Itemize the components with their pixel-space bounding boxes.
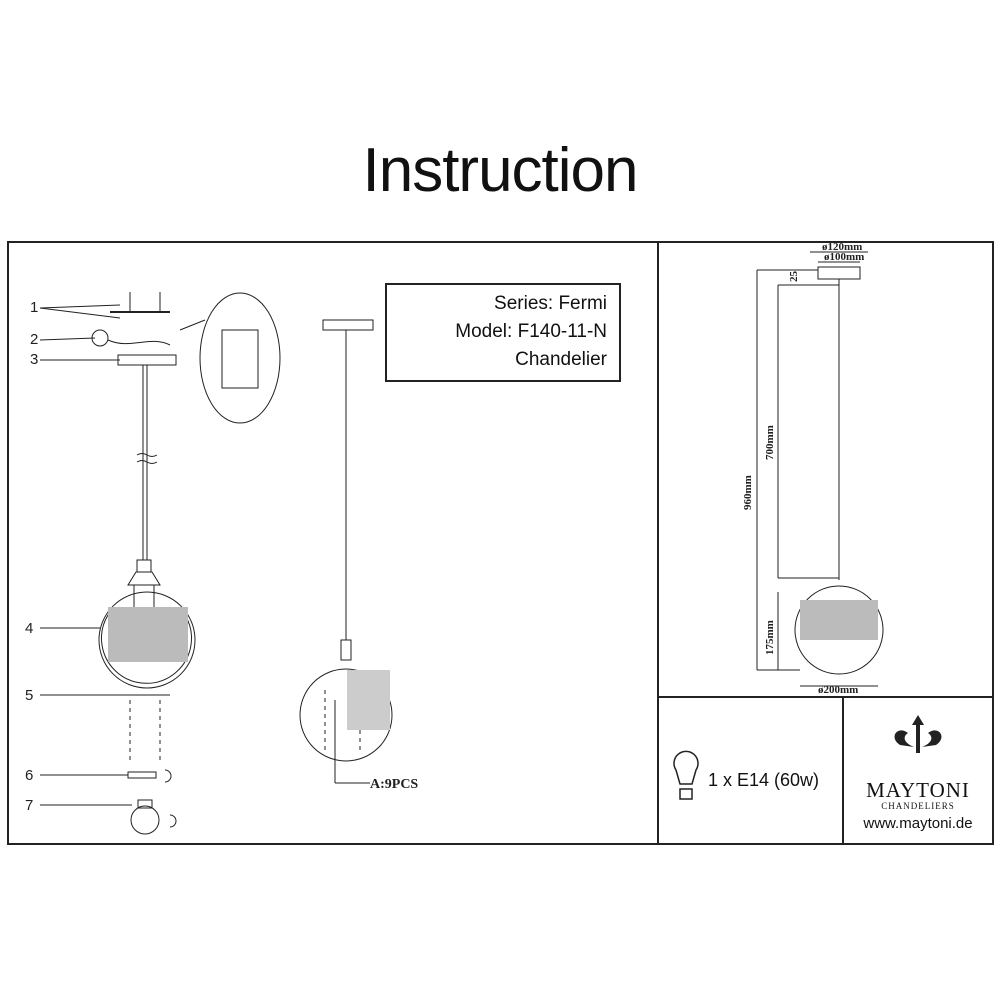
- brand-url[interactable]: www.maytoni.de: [863, 815, 973, 832]
- series: Series: Fermi: [494, 293, 607, 314]
- bulb-spec: 1 x E14 (60w): [708, 770, 820, 790]
- part-4: 4: [25, 620, 33, 637]
- part-3: 3: [30, 351, 38, 368]
- part-7: 7: [25, 797, 33, 814]
- assembly-diagram: [39, 292, 281, 835]
- dim-shade-diameter: ø200mm: [818, 684, 858, 696]
- dim-canopy-outer: ø120mm: [822, 241, 862, 253]
- part-6: 6: [25, 767, 33, 784]
- maytoni-logo: [894, 715, 942, 753]
- product-info-box: Series: Fermi Model: F140-11-N Chandelie…: [385, 283, 621, 382]
- dim-cord-length: 700mm: [764, 425, 776, 460]
- frame: [7, 241, 994, 845]
- dim-canopy-inner: ø100mm: [824, 251, 864, 263]
- crystals-label: A:9PCS: [370, 777, 418, 792]
- bulb-icon: [673, 750, 699, 800]
- dim-total-height: 960mm: [742, 475, 754, 510]
- part-1: 1: [30, 299, 38, 316]
- product-type: Chandelier: [515, 349, 607, 370]
- dim-shade-height: 175mm: [764, 620, 776, 655]
- part-2: 2: [30, 331, 38, 348]
- part-5: 5: [25, 687, 33, 704]
- dimension-drawing: [756, 251, 884, 687]
- page-title: Instruction: [362, 136, 638, 205]
- assembled-view: [299, 319, 393, 784]
- brand-name: MAYTONI: [866, 778, 970, 802]
- model: Model: F140-11-N: [455, 321, 607, 342]
- brand-subtitle: CHANDELIERS: [881, 801, 955, 811]
- dim-canopy-height: 25: [788, 271, 800, 283]
